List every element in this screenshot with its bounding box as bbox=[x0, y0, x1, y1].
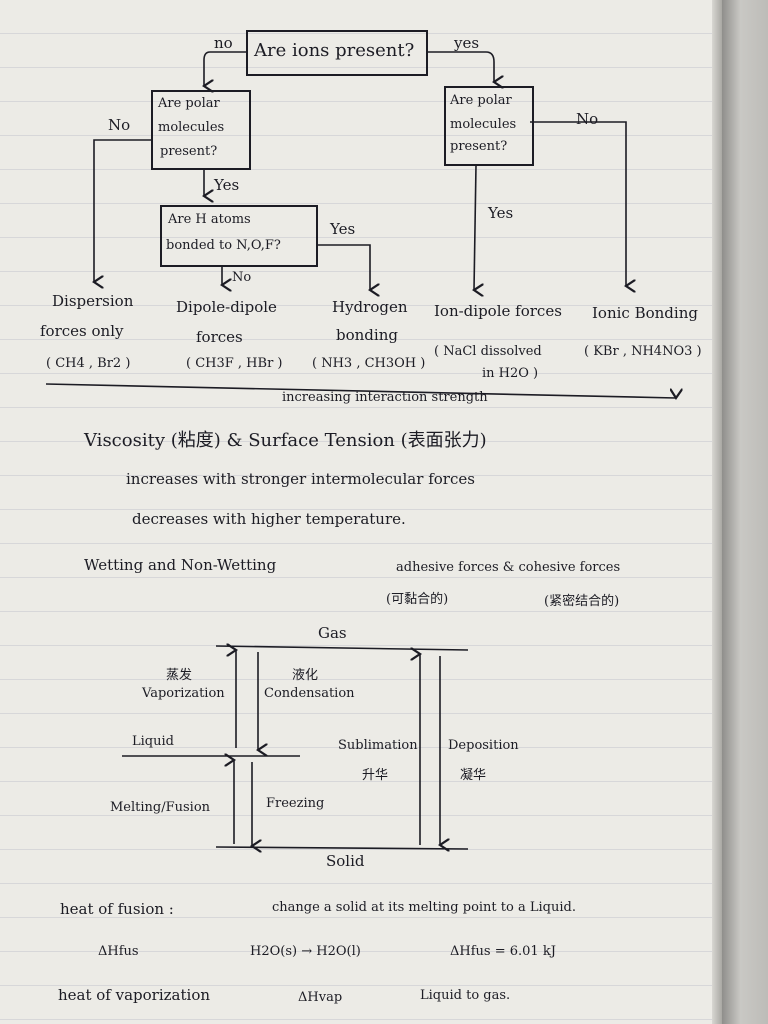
phase-solid: Solid bbox=[326, 852, 365, 870]
outcome-hydrogen-title2: bonding bbox=[336, 326, 398, 344]
heat-vaporization-label: heat of vaporization bbox=[58, 986, 211, 1004]
outcome-dispersion-title2: forces only bbox=[40, 322, 124, 340]
right-no-label: No bbox=[576, 110, 599, 128]
ions-yes-label: yes bbox=[454, 34, 480, 52]
condensation-label: Condensation bbox=[264, 686, 355, 701]
outcome-iondipole-examples1: ( NaCl dissolved bbox=[434, 344, 542, 359]
wetting-heading: Wetting and Non-Wetting bbox=[84, 556, 277, 574]
deposition-label: Deposition bbox=[448, 738, 519, 753]
outcome-dispersion-examples: ( CH4 , Br2 ) bbox=[46, 356, 131, 371]
sublimation-cn: 升华 bbox=[362, 768, 389, 783]
adhesive-note: adhesive forces & cohesive forces bbox=[396, 560, 621, 575]
heat-fusion-label: heat of fusion : bbox=[60, 900, 174, 918]
melting-label: Melting/Fusion bbox=[110, 800, 211, 815]
h-atoms-line1: Are H atoms bbox=[168, 212, 251, 227]
left-polar-line3: present? bbox=[160, 144, 218, 159]
deposition-cn: 凝华 bbox=[460, 768, 487, 783]
strength-axis-label: increasing interaction strength bbox=[282, 390, 488, 405]
outcome-dipole-title2: forces bbox=[196, 328, 243, 346]
heat-fusion-desc: change a solid at its melting point to a… bbox=[272, 900, 576, 915]
left-polar-line2: molecules bbox=[158, 120, 225, 135]
vaporization-cn: 蒸发 bbox=[166, 668, 193, 683]
outcome-hydrogen-title1: Hydrogen bbox=[332, 298, 408, 316]
right-polar-box bbox=[444, 86, 534, 166]
phase-gas: Gas bbox=[318, 624, 347, 642]
h-atoms-line2: bonded to N,O,F? bbox=[166, 238, 281, 253]
outcome-ionic-title: Ionic Bonding bbox=[592, 304, 698, 322]
left-polar-box bbox=[151, 90, 251, 170]
cohesive-cn: (紧密结合的) bbox=[544, 594, 620, 609]
ions-no-label: no bbox=[214, 34, 233, 52]
dh-fus: ΔHfus bbox=[98, 944, 139, 959]
vaporization-label: Vaporization bbox=[142, 686, 225, 701]
notebook-page: Are ions present? no yes Are polar molec… bbox=[0, 0, 722, 1024]
left-polar-line1: Are polar bbox=[158, 96, 220, 111]
outcome-hydrogen-examples: ( NH3 , CH3OH ) bbox=[312, 356, 426, 371]
vaporization-desc: Liquid to gas. bbox=[420, 988, 511, 1003]
viscosity-heading: Viscosity (粘度) & Surface Tension (表面张力) bbox=[84, 430, 487, 451]
increases-note: increases with stronger intermolecular f… bbox=[126, 470, 475, 488]
right-polar-line2: molecules bbox=[450, 117, 517, 132]
right-polar-line1: Are polar bbox=[450, 93, 512, 108]
adjacent-page-edge bbox=[722, 0, 768, 1024]
flowchart-arrows bbox=[45, 51, 722, 1024]
ions-question-box bbox=[246, 30, 428, 76]
right-polar-line3: present? bbox=[450, 139, 508, 154]
h-atoms-box bbox=[160, 205, 318, 267]
left-no-label: No bbox=[108, 116, 131, 134]
outcome-iondipole-examples2: in H2O ) bbox=[482, 366, 539, 381]
h-no-label: No bbox=[232, 270, 252, 285]
dh-vap: ΔHvap bbox=[298, 990, 343, 1005]
right-yes-label: Yes bbox=[488, 204, 514, 222]
outcome-dipole-examples: ( CH3F , HBr ) bbox=[186, 356, 283, 371]
outcome-iondipole-title: Ion-dipole forces bbox=[434, 302, 562, 320]
notebook-spine bbox=[712, 0, 722, 1024]
outcome-dispersion-title1: Dispersion bbox=[52, 292, 134, 310]
freezing-label: Freezing bbox=[266, 796, 325, 811]
outcome-dipole-title1: Dipole-dipole bbox=[176, 298, 277, 316]
outcome-ionic-examples: ( KBr , NH4NO3 ) bbox=[584, 344, 702, 359]
fusion-equation: H2O(s) → H2O(l) bbox=[250, 944, 361, 959]
ions-question: Are ions present? bbox=[254, 40, 415, 61]
decreases-note: decreases with higher temperature. bbox=[132, 510, 406, 528]
left-yes-label: Yes bbox=[214, 176, 240, 194]
h-yes-label: Yes bbox=[330, 220, 356, 238]
dh-fus-value: ΔHfus = 6.01 kJ bbox=[450, 944, 556, 959]
phase-liquid: Liquid bbox=[132, 734, 174, 749]
condensation-cn: 液化 bbox=[292, 668, 319, 683]
adhesive-cn: (可黏合的) bbox=[386, 592, 449, 607]
sublimation-label: Sublimation bbox=[338, 738, 418, 753]
